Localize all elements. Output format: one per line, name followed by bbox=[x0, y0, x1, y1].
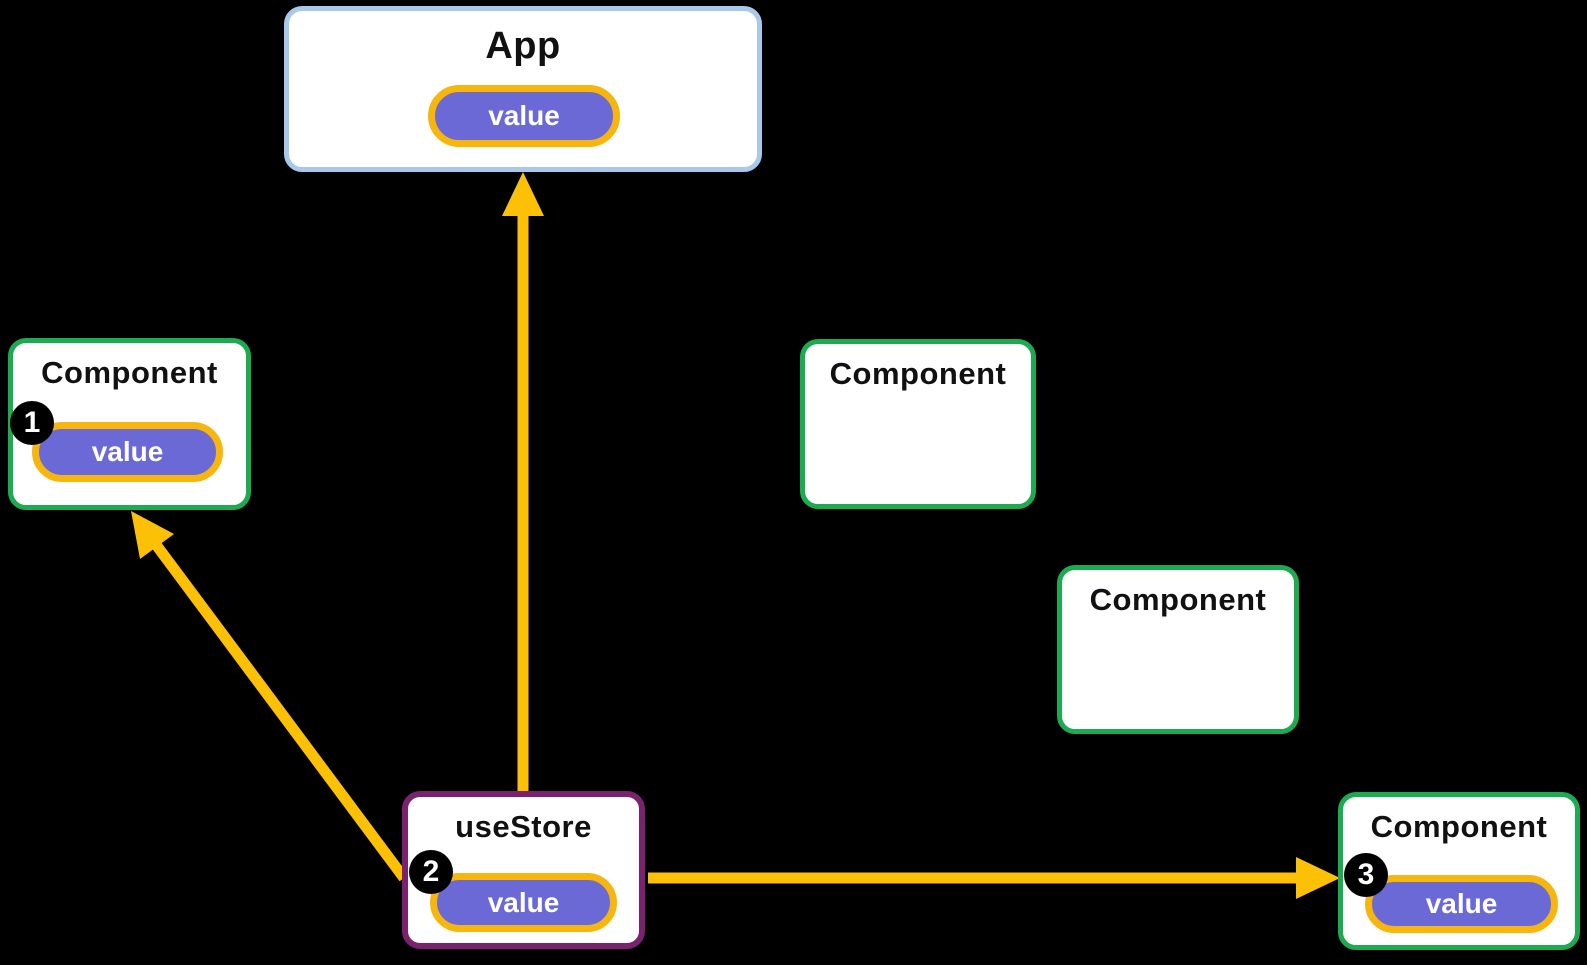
component-left-title: Component bbox=[41, 355, 218, 390]
component-right-value-pill: value bbox=[1365, 875, 1558, 933]
component-left-value-label: value bbox=[91, 436, 164, 467]
usestore-title: useStore bbox=[455, 809, 592, 844]
component-mid-bottom-node: Component bbox=[1057, 565, 1299, 734]
arrow-usestore-to-app bbox=[502, 172, 544, 800]
arrow-usestore-to-component-right bbox=[648, 857, 1340, 899]
step-badge-2: 2 bbox=[409, 850, 453, 894]
arrow-usestore-to-component-left bbox=[131, 511, 409, 882]
app-node: App value bbox=[284, 6, 762, 172]
step-badge-1: 1 bbox=[10, 401, 54, 445]
component-right-title: Component bbox=[1370, 809, 1548, 844]
usestore-value-label: value bbox=[487, 886, 560, 918]
usestore-value-pill: value bbox=[430, 873, 617, 932]
component-right-node: Component value bbox=[1338, 792, 1580, 950]
component-mid-top-title: Component bbox=[829, 356, 1007, 391]
component-mid-top-node: Component bbox=[800, 339, 1036, 509]
app-value-pill: value bbox=[428, 85, 620, 147]
component-right-value-label: value bbox=[1425, 888, 1498, 919]
component-left-value-pill: value bbox=[32, 422, 223, 482]
step-badge-3: 3 bbox=[1344, 853, 1388, 897]
app-value-label: value bbox=[488, 100, 560, 131]
component-mid-bottom-title: Component bbox=[1089, 582, 1267, 617]
app-title: App bbox=[485, 25, 561, 67]
